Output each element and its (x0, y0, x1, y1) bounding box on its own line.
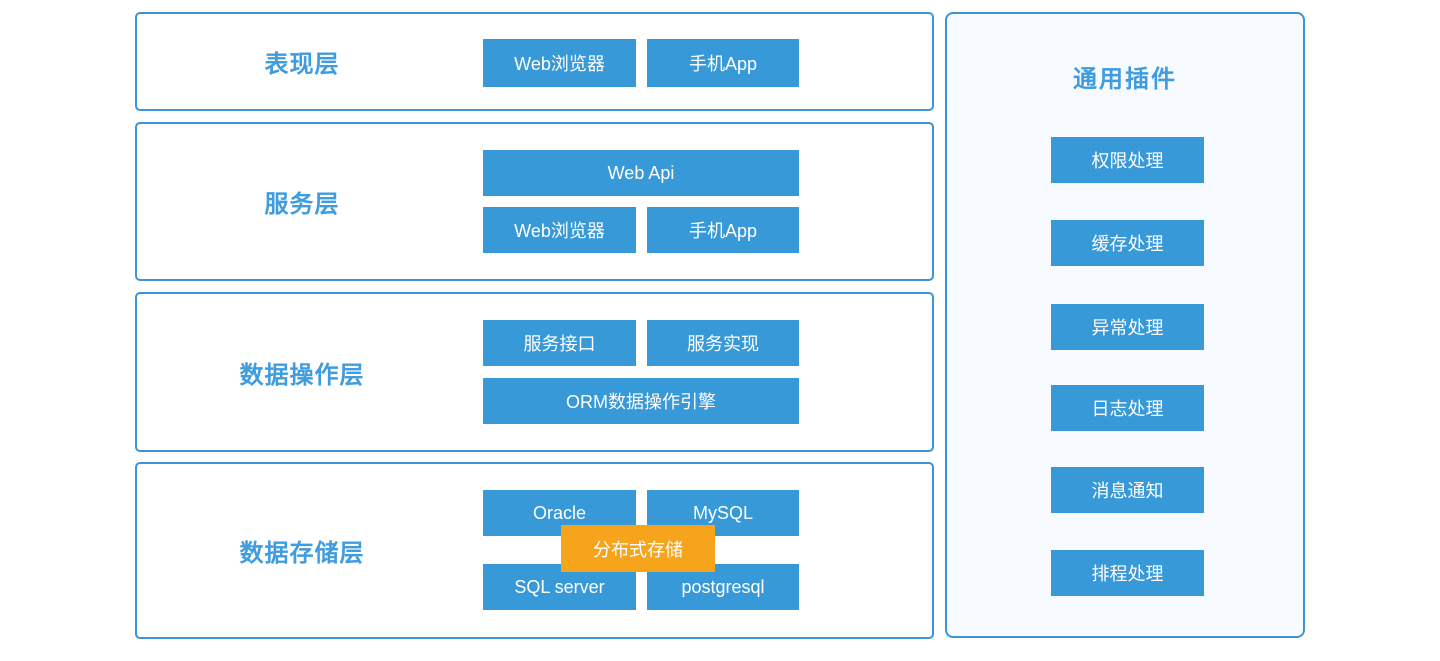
plugins-panel-title: 通用插件 (1073, 66, 1177, 93)
component-box-mobile-app: 手机App (647, 39, 799, 87)
layer-panel-data-operation: 数据操作层 服务接口 服务实现 ORM数据操作引擎 (135, 292, 934, 452)
component-box-web-browser: Web浏览器 (483, 39, 636, 87)
plugin-box-logging: 日志处理 (1051, 385, 1204, 431)
layer-title-data-storage: 数据存储层 (239, 540, 365, 567)
plugin-box-permission: 权限处理 (1051, 137, 1204, 183)
plugin-box-cache: 缓存处理 (1051, 220, 1204, 266)
component-box-service-implementation: 服务实现 (647, 320, 799, 366)
component-box-mobile-app: 手机App (647, 207, 799, 253)
layer-title-service: 服务层 (264, 191, 340, 218)
component-box-service-interface: 服务接口 (483, 320, 636, 366)
layer-panel-presentation: 表现层 Web浏览器 手机App (135, 12, 934, 111)
component-box-web-api: Web Api (483, 150, 799, 196)
component-box-orm-engine: ORM数据操作引擎 (483, 378, 799, 424)
plugin-box-message-notification: 消息通知 (1051, 467, 1204, 513)
component-box-sql-server: SQL server (483, 564, 636, 610)
layer-panel-service: 服务层 Web Api Web浏览器 手机App (135, 122, 934, 281)
component-box-oracle: Oracle (483, 490, 636, 536)
component-box-distributed-storage: 分布式存储 (561, 525, 715, 572)
component-box-web-browser: Web浏览器 (483, 207, 636, 253)
plugin-box-exception: 异常处理 (1051, 304, 1204, 350)
plugins-panel: 通用插件 权限处理 缓存处理 异常处理 日志处理 消息通知 排程处理 (945, 12, 1305, 638)
plugin-box-scheduling: 排程处理 (1051, 550, 1204, 596)
layer-title-data-operation: 数据操作层 (239, 361, 365, 389)
component-box-postgresql: postgresql (647, 564, 799, 610)
layer-panel-data-storage: 数据存储层 Oracle MySQL SQL server postgresql… (135, 462, 934, 639)
layer-title-presentation: 表现层 (264, 51, 340, 78)
